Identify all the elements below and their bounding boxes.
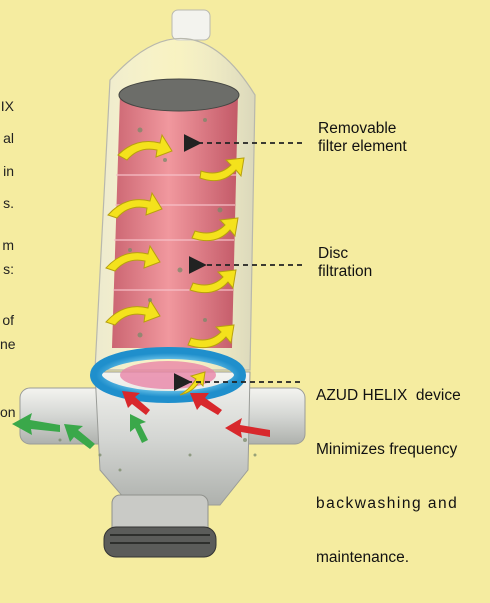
side-text-3: in bbox=[0, 163, 14, 179]
label-removable-filter-element: Removable filter element bbox=[318, 120, 407, 156]
side-text-2: al bbox=[0, 130, 14, 146]
side-text-7: of bbox=[0, 312, 14, 328]
side-text-5: m bbox=[0, 237, 14, 253]
diagram-stage: IX al in s. m s: of ne on Removable filt… bbox=[0, 0, 490, 562]
label-helix-device: AZUD HELIX device Minimizes frequency ba… bbox=[316, 351, 461, 603]
side-text-9: on bbox=[0, 404, 14, 420]
label-disc-line-1: Disc bbox=[318, 245, 372, 263]
label-removable-line-2: filter element bbox=[318, 138, 407, 156]
label-helix-line-1: AZUD HELIX device bbox=[316, 387, 461, 405]
label-helix-line-2: Minimizes frequency bbox=[316, 441, 461, 459]
side-text-4: s. bbox=[0, 195, 14, 211]
label-helix-line-4: maintenance. bbox=[316, 549, 461, 567]
side-text-8: ne bbox=[0, 336, 14, 352]
label-disc-line-2: filtration bbox=[318, 263, 372, 281]
label-helix-line-3: backwashing and bbox=[316, 495, 461, 513]
label-disc-filtration: Disc filtration bbox=[318, 245, 372, 281]
side-text-1: IX bbox=[0, 98, 14, 114]
label-removable-line-1: Removable bbox=[318, 120, 407, 138]
side-text-6: s: bbox=[0, 261, 14, 277]
